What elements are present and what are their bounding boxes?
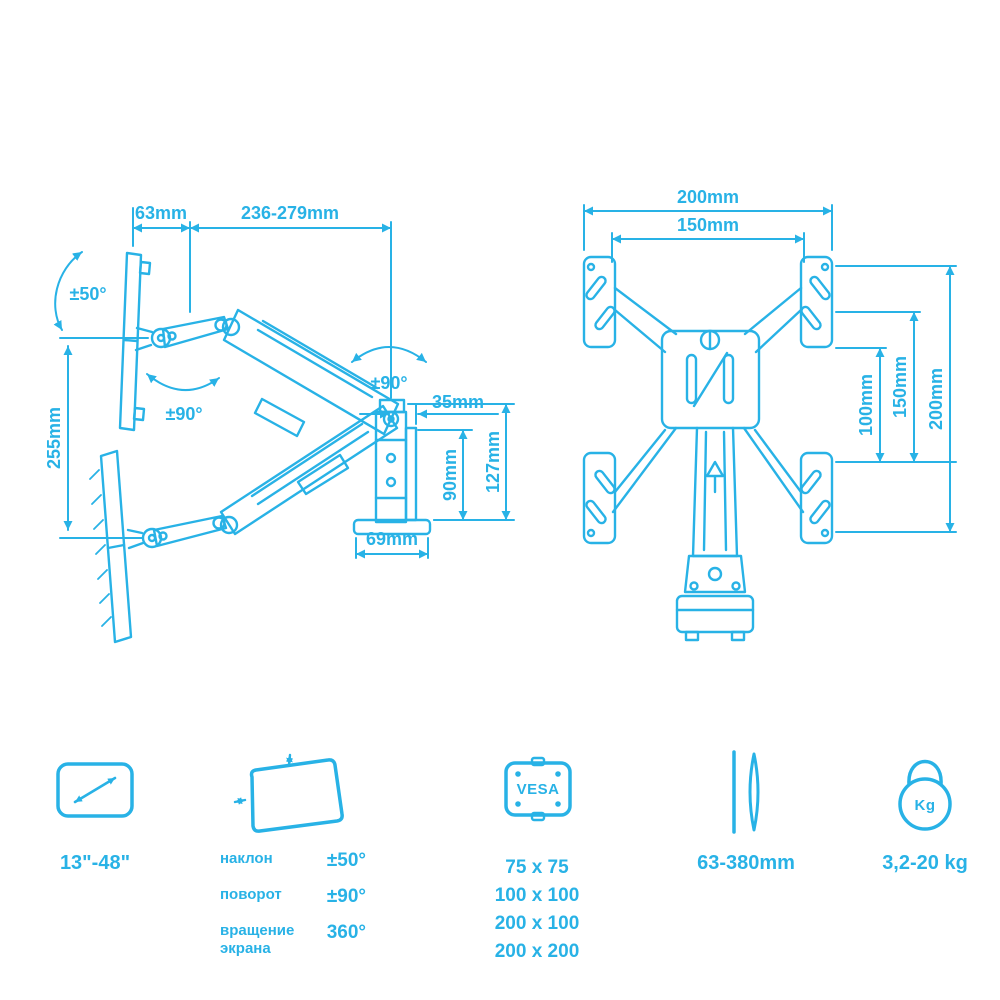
tilt-angle-label: ±50° (69, 284, 106, 304)
swivel-name: поворот (220, 886, 282, 903)
vesa-plate-drawing (582, 255, 834, 642)
spec-row-screen-rotation: вращение экрана 360° (220, 922, 366, 958)
dim-100mm-right: 100mm (856, 374, 876, 436)
screen-rotation-value: 360° (326, 922, 366, 943)
dim-200mm-top: 200mm (677, 187, 739, 207)
dim-236-279mm: 236-279mm (241, 203, 339, 223)
vesa-size: 100 x 100 (494, 885, 580, 906)
vesa-icon-label: VESA (517, 781, 560, 798)
arm-upper-position-drawing (118, 251, 400, 438)
vesa-size: 200 x 200 (494, 941, 580, 962)
dim-150mm-top: 150mm (677, 215, 739, 235)
screen-size-label: 13"-48" (59, 852, 131, 874)
dim-69mm: 69mm (366, 529, 418, 549)
tilt-name: наклон (220, 850, 273, 867)
weight-icon-label: Kg (915, 797, 936, 814)
dim-127mm: 127mm (483, 431, 503, 493)
dim-200mm-right: 200mm (926, 368, 946, 430)
swivel-left-label: ±90° (165, 404, 202, 424)
side-view-dimensions: 63mm 236-279mm ±50° ±90° ±90° 255mm 35mm… (44, 203, 515, 559)
rear-view-diagram: 200mm 150mm 100mm 150mm 200mm (582, 187, 957, 642)
dim-35mm: 35mm (432, 392, 484, 412)
technical-drawing-svg: 63mm 236-279mm ±50° ±90° ±90° 255mm 35mm… (44, 187, 957, 644)
rotation-specs: наклон ±50° поворот ±90° вращение экрана… (220, 850, 366, 972)
swivel-right-label: ±90° (370, 373, 407, 393)
swivel-value: ±90° (326, 886, 366, 907)
screen-rotation-name: вращение экрана (220, 922, 295, 957)
screen-size-icon (56, 762, 134, 818)
weight-icon: Kg (898, 759, 952, 831)
arm-lower-position-drawing (89, 404, 399, 644)
rear-view-dimensions: 200mm 150mm 100mm 150mm 200mm (583, 187, 957, 533)
spec-row-tilt: наклон ±50° (220, 850, 366, 872)
wall-distance-icon (732, 750, 760, 834)
dim-255mm: 255mm (44, 407, 64, 469)
dim-90mm: 90mm (440, 449, 460, 501)
side-view-diagram: 63mm 236-279mm ±50° ±90° ±90° 255mm 35mm… (44, 203, 515, 644)
rotation-icon (233, 753, 344, 833)
wall-bracket-drawing (352, 398, 432, 536)
vesa-icon: VESA (504, 756, 572, 822)
vesa-size: 75 x 75 (505, 857, 569, 878)
dim-63mm: 63mm (135, 203, 187, 223)
vesa-size: 200 x 100 (494, 913, 580, 934)
spec-row-swivel: поворот ±90° (220, 886, 366, 908)
vesa-sizes-list: 75 x 75 100 x 100 200 x 100 200 x 200 (462, 854, 612, 966)
dim-150mm-right: 150mm (890, 356, 910, 418)
wall-distance-label: 63-380mm (697, 852, 795, 874)
tilt-value: ±50° (326, 850, 366, 871)
weight-label: 3,2-20 kg (882, 852, 968, 874)
